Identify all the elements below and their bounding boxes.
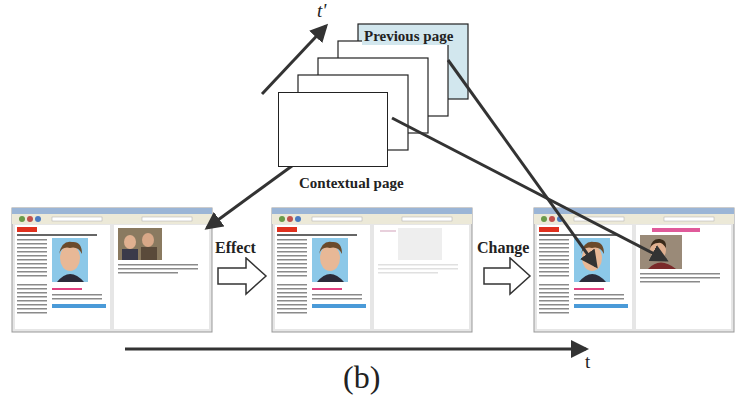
time-axis [125,348,586,351]
page-label: Contextual page [297,175,406,192]
browser-screenshot [272,208,472,332]
axis-label: t' [316,1,327,22]
hollow-arrow [218,258,266,294]
browser-screenshot [12,208,212,332]
leader-line [392,118,666,260]
transition-label: Effect [214,239,257,257]
leader-line [207,163,296,228]
leader-line [448,60,596,266]
page-sheet: Contextual page [278,92,388,167]
browser-screenshot [534,208,734,332]
transition-label: Change [476,239,530,257]
hollow-arrow [484,258,530,294]
page-label: Previous page [362,28,455,45]
figure-caption: (b) [342,360,381,395]
page-sheet: Previous page [358,24,468,99]
axis-label: t [584,352,591,373]
